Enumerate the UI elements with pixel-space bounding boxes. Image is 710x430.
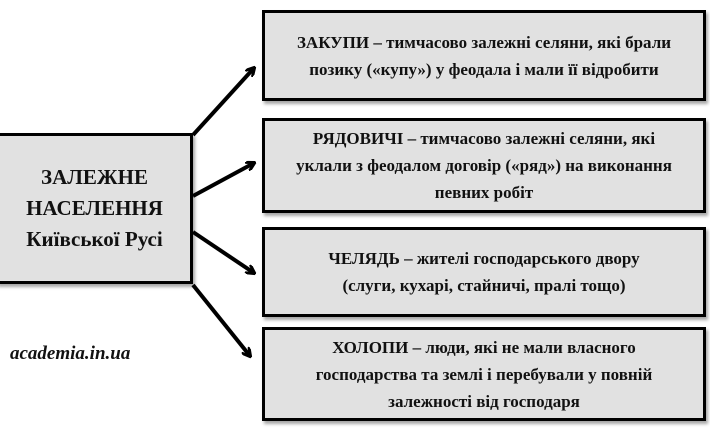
definition: – тимчасово залежні селяни, які уклали з… [296, 129, 672, 202]
term: ЧЕЛЯДЬ [328, 249, 400, 268]
arrow-zakupy [191, 68, 254, 137]
term: ЗАКУПИ [296, 32, 370, 52]
box-kholopy: ХОЛОПИ – люди, які не мали власного госп… [262, 327, 706, 421]
watermark: academia.in.ua [10, 343, 131, 364]
box-zakupy: ЗАКУПИ – тимчасово залежні селяни, які б… [262, 10, 706, 101]
definition: – жителі господарського двору (слуги, ку… [342, 249, 640, 295]
arrow-cheliad [191, 230, 254, 273]
arrow-riadovychi [192, 163, 254, 198]
central-concept-box: ЗАЛЕЖНЕ НАСЕЛЕННЯ Київської Русі [0, 133, 193, 284]
center-line1: ЗАЛЕЖНЕ [40, 165, 148, 189]
arrow-kholopy [191, 283, 250, 356]
box-riadovychi: РЯДОВИЧІ – тимчасово залежні селяни, які… [262, 118, 706, 213]
box-cheliad: ЧЕЛЯДЬ – жителі господарського двору (сл… [262, 227, 706, 317]
definition: – люди, які не мали власного господарств… [315, 337, 653, 411]
definition: – тимчасово залежні селяни, які брали по… [309, 32, 672, 79]
term: РЯДОВИЧІ [312, 129, 404, 148]
center-line2: НАСЕЛЕННЯ [26, 196, 163, 220]
center-line3: Київської Русі [26, 227, 163, 251]
term: ХОЛОПИ [332, 337, 409, 357]
